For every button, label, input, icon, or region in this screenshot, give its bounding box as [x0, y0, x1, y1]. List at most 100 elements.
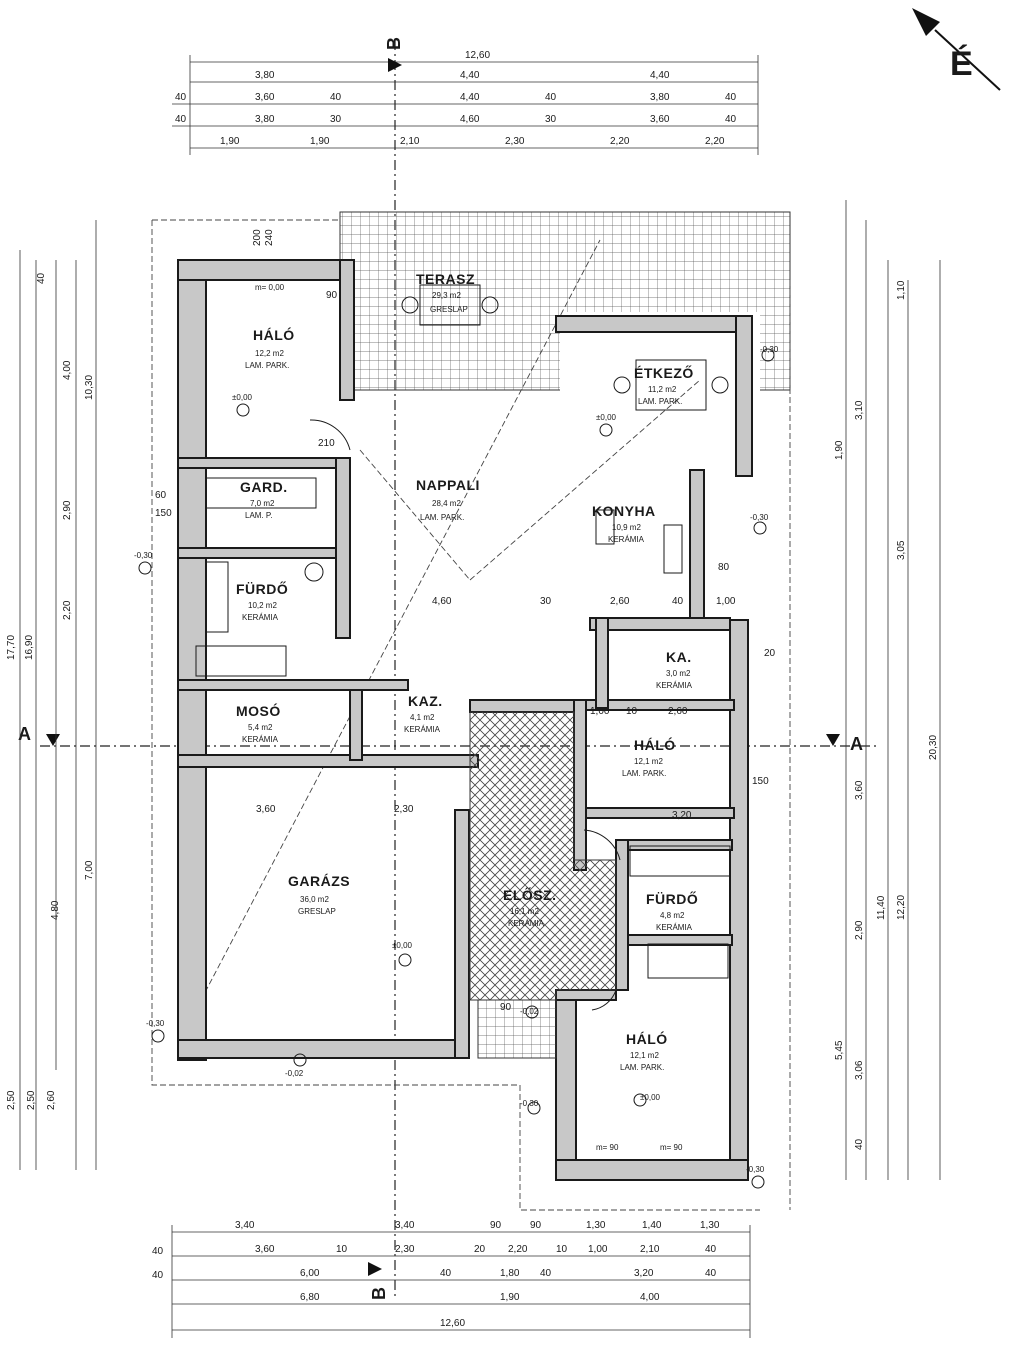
- dim-bottom: 3,60: [255, 1244, 275, 1255]
- room-name: KA.: [666, 649, 692, 665]
- room-nappali: NAPPALI 28,4 m2 LAM. PARK.: [416, 477, 479, 522]
- room-floor: GRESLAP: [430, 305, 468, 314]
- dim-bottom-total: 12,60: [440, 1318, 465, 1329]
- dim-right: 1,90: [834, 440, 845, 460]
- dim-bottom: 6,00: [300, 1268, 320, 1279]
- room-etkezo: ÉTKEZŐ 11,2 m2 LAM. PARK.: [634, 364, 694, 406]
- dim-bottom: 2,20: [508, 1244, 528, 1255]
- dim-inner: 90: [500, 1002, 512, 1013]
- right-dimensions: 20,30 12,20 11,40 3,60 2,90 3,10 3,05 1,…: [834, 200, 941, 1180]
- room-halo-3: HÁLÓ 12,1 m2 LAM. PARK.: [620, 1030, 667, 1072]
- dim-inner: 2,60: [668, 706, 688, 717]
- section-label-b-bottom: B: [369, 1287, 389, 1300]
- dim-right: 12,20: [896, 895, 907, 920]
- dim-inner: 80: [718, 562, 730, 573]
- dim-bottom: 4,00: [640, 1292, 660, 1303]
- dim-top: 30: [545, 114, 557, 125]
- dim-inner: 2,60: [610, 596, 630, 607]
- dim-bottom: 10: [556, 1244, 568, 1255]
- dim-top: 2,10: [400, 136, 420, 147]
- dim-right: 3,05: [896, 540, 907, 560]
- fixtures: [195, 284, 731, 1011]
- room-elosz: ELŐSZ. 16,1 m2 KERÁMIA: [503, 886, 557, 928]
- dim-inner: 2,30: [394, 804, 414, 815]
- left-dimensions: 17,70 16,90 10,30 4,00 2,90 2,20 4,80 7,…: [6, 220, 97, 1170]
- dim-left: 2,50: [26, 1090, 37, 1110]
- dim-inner: 40: [672, 596, 684, 607]
- level-label: -0,30: [750, 513, 769, 522]
- room-name: FÜRDŐ: [236, 580, 288, 597]
- level-markers: ±0,00 ±0,00 ±0,00 ±0,00 -0,30 -0,30 -0,3…: [134, 283, 779, 1189]
- dim-right: 40: [854, 1138, 865, 1150]
- dim-inner: 1,00: [590, 706, 610, 717]
- dim-inner: 30: [540, 596, 552, 607]
- dim-bottom: 1,30: [700, 1220, 720, 1231]
- hallway-floor: [469, 711, 617, 1001]
- room-area: 4,1 m2: [410, 713, 435, 722]
- level-label: -0,30: [760, 345, 779, 354]
- interior-walls: [177, 457, 735, 1001]
- dim-inner: 90: [326, 290, 338, 301]
- dim-bottom: 3,40: [395, 1220, 415, 1231]
- room-floor: LAM. PARK.: [622, 769, 666, 778]
- level-label: -0,02: [285, 1069, 304, 1078]
- room-area: 29,3 m2: [432, 291, 461, 300]
- room-halo-2: HÁLÓ 12,1 m2 LAM. PARK.: [622, 736, 676, 778]
- level-label: ±0,00: [640, 1093, 661, 1102]
- dim-top: 1,90: [310, 136, 330, 147]
- dim-bottom: 1,90: [500, 1292, 520, 1303]
- interior-dimensions: 200 240 90 210 60 150 4,60 30 2,60 40 1,…: [155, 229, 776, 1013]
- dim-left: 16,90: [24, 635, 35, 660]
- dim-bottom: 90: [490, 1220, 502, 1231]
- dim-inner: 200: [252, 229, 263, 246]
- dim-bottom: 1,30: [586, 1220, 606, 1231]
- level-label: -0,30: [520, 1099, 539, 1108]
- dim-left: 2,90: [62, 500, 73, 520]
- dim-top: 40: [175, 92, 187, 103]
- dim-top: 4,40: [650, 70, 670, 81]
- dim-inner: 240: [264, 229, 275, 246]
- dim-inner: 150: [752, 776, 769, 787]
- dim-right: 3,06: [854, 1060, 865, 1080]
- dim-top: 2,30: [505, 136, 525, 147]
- dim-bottom: 1,40: [642, 1220, 662, 1231]
- dim-top: 40: [175, 114, 187, 125]
- room-area: 5,4 m2: [248, 723, 273, 732]
- dim-left: 4,80: [50, 900, 61, 920]
- dim-bottom: 90: [530, 1220, 542, 1231]
- level-label: -0,02: [520, 1007, 539, 1016]
- dim-top: 4,40: [460, 92, 480, 103]
- section-label-b-top: B: [384, 37, 404, 50]
- roof-outline: [151, 219, 791, 1211]
- level-label: m= 0,00: [255, 283, 285, 292]
- room-area: 16,1 m2: [510, 907, 539, 916]
- dim-bottom: 40: [705, 1268, 717, 1279]
- room-name: TERASZ: [416, 271, 475, 287]
- room-name: ELŐSZ.: [503, 886, 557, 903]
- level-label: -0,30: [746, 1165, 765, 1174]
- dim-inner: 60: [155, 490, 167, 501]
- room-floor: LAM. PARK.: [245, 361, 289, 370]
- level-label: ±0,00: [392, 941, 413, 950]
- dim-bottom: 3,20: [634, 1268, 654, 1279]
- room-floor: LAM. PARK.: [420, 513, 464, 522]
- dim-left: 7,00: [84, 860, 95, 880]
- room-floor: KERÁMIA: [656, 923, 693, 932]
- dim-left: 2,20: [62, 600, 73, 620]
- dim-top: 3,80: [255, 114, 275, 125]
- room-floor: KERÁMIA: [608, 535, 645, 544]
- dim-top: 4,60: [460, 114, 480, 125]
- section-label-a-left: A: [18, 724, 31, 744]
- dim-top: 3,60: [650, 114, 670, 125]
- room-garazs: GARÁZS 36,0 m2 GRESLAP: [288, 873, 350, 916]
- dim-bottom: 6,80: [300, 1292, 320, 1303]
- bottom-dimensions: 3,40 3,40 90 90 1,30 1,40 1,30 40 3,60 1…: [152, 1220, 751, 1338]
- room-area: 28,4 m2: [432, 499, 461, 508]
- room-name: ÉTKEZŐ: [634, 364, 694, 381]
- dim-top: 3,80: [255, 70, 275, 81]
- room-floor: GRESLAP: [298, 907, 336, 916]
- dim-top: 3,60: [255, 92, 275, 103]
- room-name: HÁLÓ: [634, 736, 676, 753]
- room-furdo-2: FÜRDŐ 4,8 m2 KERÁMIA: [646, 890, 698, 932]
- dim-right: 3,60: [854, 780, 865, 800]
